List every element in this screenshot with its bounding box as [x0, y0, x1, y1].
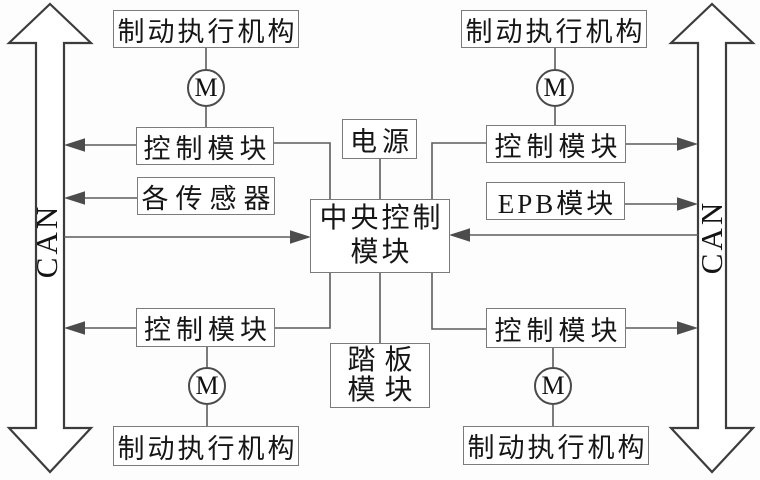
control-module-label: 控制模块: [494, 315, 623, 346]
arrowhead-sensors-can: [64, 191, 85, 205]
box-power-supply: 电源: [342, 119, 417, 159]
motor-label: M: [195, 371, 219, 400]
box-brake-actuator-bottom-left: 制动执行机构: [113, 426, 299, 466]
epb-module-label: EPB模块: [497, 188, 617, 219]
motor-circle-top-left: M: [187, 69, 225, 107]
arrowhead-can-central-right: [449, 228, 470, 242]
can-bus-arrow-left: [6, 2, 94, 474]
box-brake-actuator-bottom-right: 制动执行机构: [463, 426, 649, 465]
central-control-line1: 中央控制: [319, 203, 444, 234]
box-epb-module: EPB模块: [486, 182, 625, 220]
arrowhead-bl-control-can: [64, 321, 85, 335]
box-sensors: 各传感器: [137, 177, 275, 215]
arrowhead-br-control-can: [677, 321, 698, 335]
motor-label: M: [543, 73, 567, 102]
can-bus-label-left: CAN: [29, 181, 64, 301]
can-bus-arrow-right: [668, 2, 756, 474]
control-module-label: 控制模块: [144, 315, 272, 345]
brake-actuator-label: 制动执行机构: [467, 433, 648, 463]
brake-actuator-label: 制动执行机构: [117, 16, 298, 47]
arrowhead-tl-control-can: [64, 138, 85, 152]
box-control-module-bottom-right: 控制模块: [486, 308, 626, 348]
connector-lines: [64, 48, 698, 426]
power-supply-label: 电源: [350, 126, 414, 157]
box-brake-actuator-top-left: 制动执行机构: [113, 10, 299, 48]
wire-central-br-control: [431, 273, 486, 330]
arrowhead-can-central-left: [290, 230, 311, 244]
motor-label: M: [541, 371, 565, 400]
box-control-module-top-right: 控制模块: [486, 125, 626, 163]
control-module-label: 控制模块: [494, 131, 623, 162]
can-right-text: CAN: [694, 199, 729, 275]
motor-circle-bottom-right: M: [534, 367, 572, 405]
box-control-module-top-left: 控制模块: [136, 127, 274, 165]
motor-label: M: [194, 73, 218, 102]
arrowheads: [64, 137, 698, 335]
can-bus-label-right: CAN: [694, 177, 729, 297]
box-pedal-module: 踏板 模块: [330, 343, 430, 408]
wire-tl-control-central: [274, 142, 331, 199]
pedal-module-line2: 模块: [347, 374, 422, 406]
box-brake-actuator-top-right: 制动执行机构: [461, 10, 647, 48]
box-central-control-module: 中央控制 模块: [310, 199, 450, 273]
sensors-label: 各传感器: [141, 183, 278, 214]
motor-circle-top-right: M: [536, 69, 574, 107]
control-module-label: 控制模块: [143, 133, 272, 164]
wire-central-bl-control: [275, 273, 331, 329]
arrowhead-tr-control-can: [677, 137, 698, 151]
arrowhead-epb-can: [677, 197, 698, 211]
pedal-module-line1: 踏板: [347, 344, 422, 376]
brake-actuator-label: 制动执行机构: [117, 433, 298, 464]
motor-circle-bottom-left: M: [188, 367, 226, 405]
box-control-module-bottom-left: 控制模块: [136, 308, 275, 347]
brake-actuator-label: 制动执行机构: [465, 16, 646, 47]
can-left-text: CAN: [29, 203, 64, 279]
central-control-line2: 模块: [350, 237, 413, 268]
wire-tr-control-central: [431, 142, 486, 199]
